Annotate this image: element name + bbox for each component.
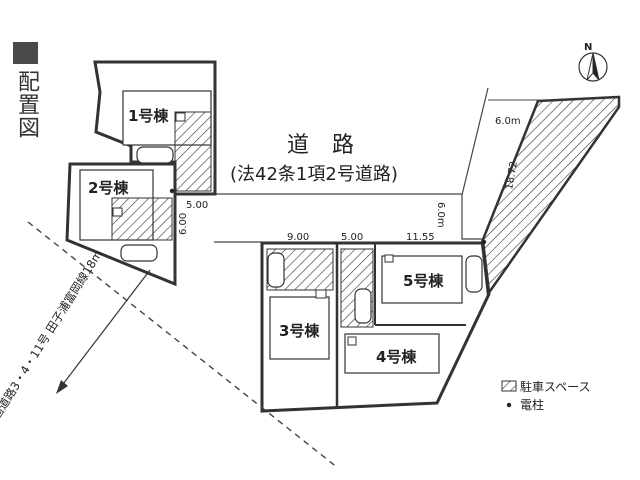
page-title: 配置図 [14,70,39,139]
building-3 [269,296,330,360]
building-label-1: 1号棟 [128,107,169,125]
road-type: (法42条1項2号道路) [230,164,398,185]
lot-south-outline [260,241,491,413]
legend-pole: 電柱 [520,397,544,412]
dim-9-00: 9.00 [287,232,309,243]
road-name: 道 路 [287,133,362,158]
road-east-edge [461,87,489,196]
dim-5-00-a: 5.00 [186,200,208,211]
legend-parking: 駐車スペース [520,379,591,394]
dim-5-00-b: 5.00 [341,232,363,243]
north-arrow-icon: N [578,42,608,82]
utility-pole-1 [169,188,175,194]
building-label-4: 4号棟 [376,348,417,366]
car-1 [136,146,174,164]
legend-pole-icon [506,402,512,408]
building-label-3: 3号棟 [279,322,320,340]
dim-6-00: 6.00 [178,213,189,235]
entrance-marks [112,112,394,346]
dim-11-55: 11.55 [406,232,435,243]
lot-2-outline [65,162,177,287]
dim-6-0m-top: 6.0m [495,116,521,127]
parking-space-2 [111,197,173,241]
dim-18-72: 18.72 [504,160,520,190]
car-3 [267,252,285,288]
north-label: N [584,42,592,53]
dim-6-0m-road: 6.0m [435,202,446,228]
title-marker [13,42,38,64]
car-4 [354,288,372,324]
lot-east-outline [480,95,621,298]
building-4 [344,333,440,374]
car-5 [465,255,483,293]
planned-road-arrow [56,269,151,394]
parking-space-1 [174,111,212,192]
utility-pole-2 [481,239,487,245]
car-2 [120,244,158,262]
legend-hatch-swatch-icon [501,380,517,392]
building-5 [381,255,463,304]
building-label-2: 2号棟 [88,179,129,197]
building-label-5: 5号棟 [403,272,444,290]
